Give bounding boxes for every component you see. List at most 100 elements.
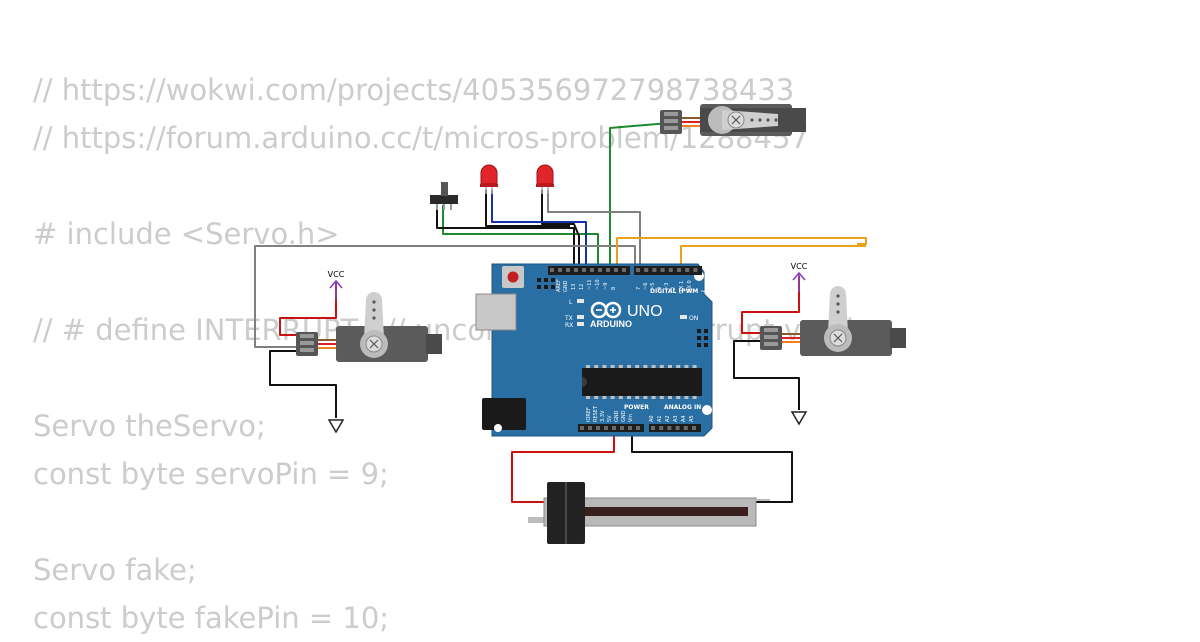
power-label: POWER: [624, 404, 649, 411]
pin: [628, 426, 632, 430]
status-leds: L TX RX ON: [564, 299, 698, 329]
wire-gray-left-servo[interactable]: [254, 245, 636, 348]
arduino-uno-board[interactable]: AREF GND 13 12 ~11 ~10 ~9 8 7 ~6 ~5 4 ~3…: [475, 263, 713, 437]
pin: [667, 426, 672, 430]
pin: [644, 268, 649, 272]
pin: [684, 396, 689, 399]
pin-label: ~5: [650, 283, 656, 290]
on-led-label: ON: [689, 315, 698, 322]
vcc-label-right: VCC: [791, 262, 808, 271]
pin-label: GND: [621, 410, 627, 422]
led-red-2[interactable]: [536, 164, 554, 194]
slide-potentiometer[interactable]: [528, 482, 770, 544]
pin-label: 5V: [607, 415, 613, 422]
pin-label: 2: [671, 287, 677, 290]
pin: [668, 396, 672, 399]
pin: [683, 426, 688, 430]
pin: [586, 365, 590, 368]
pin: [668, 365, 672, 368]
led-label: RX: [565, 322, 573, 329]
pin-label: ~6: [643, 283, 649, 290]
pin: [635, 396, 640, 399]
pin-label: 4: [657, 287, 663, 290]
wire-red-left-vcc[interactable]: [279, 282, 337, 336]
digital-header-low: [634, 266, 702, 275]
pin: [651, 426, 655, 430]
analog-label: ANALOG IN: [664, 404, 701, 411]
pin: [684, 365, 689, 368]
servo-right[interactable]: [760, 286, 906, 356]
pin: [675, 426, 680, 430]
pin: [618, 365, 623, 368]
pin: [635, 365, 640, 368]
slide-switch[interactable]: [430, 182, 458, 210]
vcc-symbol-right: VCC: [791, 262, 808, 292]
pin: [594, 396, 599, 399]
usb-connector: [475, 293, 517, 331]
wire-black-led1[interactable]: [485, 190, 570, 227]
wire-black-gnd[interactable]: [436, 205, 575, 268]
pin: [604, 426, 608, 430]
pin: [574, 268, 578, 272]
uno-logo-text: UNO: [627, 303, 663, 320]
pin-label: IOREF: [586, 407, 592, 422]
pin-label: ~10: [595, 279, 601, 290]
code-line: Servo theServo;: [33, 409, 266, 443]
wire-orange-a[interactable]: [616, 237, 867, 268]
power-header: [578, 424, 644, 432]
pin: [602, 365, 607, 368]
wire-black-right-gnd[interactable]: [733, 340, 800, 410]
pin-label: 3.3V: [600, 410, 606, 422]
pin: [610, 396, 615, 399]
digital-header-label: DIGITAL (PWM ~): [650, 288, 708, 295]
wire-green-switch[interactable]: [442, 205, 599, 268]
wire-green-top-servo[interactable]: [609, 121, 682, 268]
pin-label: A1: [657, 415, 663, 422]
led-red-1[interactable]: [480, 164, 498, 194]
pin: [636, 426, 640, 430]
pin: [677, 268, 681, 272]
ground-symbol-right: [790, 411, 808, 426]
pin: [622, 268, 626, 272]
pin: [598, 268, 602, 272]
pin-label: GND: [563, 280, 569, 292]
pin: [651, 396, 656, 399]
code-line: const byte fakePin = 10;: [33, 601, 390, 635]
pin-label: 12: [579, 284, 585, 290]
servo-top[interactable]: [660, 104, 806, 136]
pin-label: ~11: [587, 279, 593, 290]
pin-label: A0: [649, 415, 655, 422]
wire-red-right-vcc[interactable]: [741, 276, 800, 334]
pin: [651, 365, 656, 368]
vcc-symbol-left: VCC: [328, 270, 345, 300]
pin: [676, 365, 681, 368]
vcc-label-left: VCC: [328, 270, 345, 279]
pin: [580, 426, 584, 430]
arduino-brand-text: ARDUINO: [590, 319, 632, 329]
power-jack: [482, 398, 526, 430]
pin-label: Vin: [628, 414, 634, 422]
pin: [636, 268, 640, 272]
wire-black-pot-gnd[interactable]: [631, 428, 793, 503]
ground-symbol-left: [327, 419, 345, 434]
wire-gray-led2[interactable]: [547, 190, 641, 268]
pin: [590, 268, 594, 272]
wire-black-left-gnd[interactable]: [269, 350, 337, 418]
wire-orange-b[interactable]: [680, 245, 866, 268]
wire-red-pot-5v[interactable]: [511, 428, 615, 503]
pin-label: 7: [636, 287, 642, 290]
pin: [566, 268, 570, 272]
pin-label: ~3: [664, 283, 670, 290]
pin: [643, 396, 648, 399]
pin: [550, 268, 554, 272]
pin: [602, 396, 607, 399]
pin-label: A2: [665, 415, 671, 422]
pin-label: A4: [681, 415, 687, 422]
pin-label: TX 1: [679, 281, 685, 293]
pin: [685, 268, 690, 272]
pin: [692, 426, 696, 430]
servo-left[interactable]: [296, 292, 442, 362]
pin: [692, 365, 697, 368]
